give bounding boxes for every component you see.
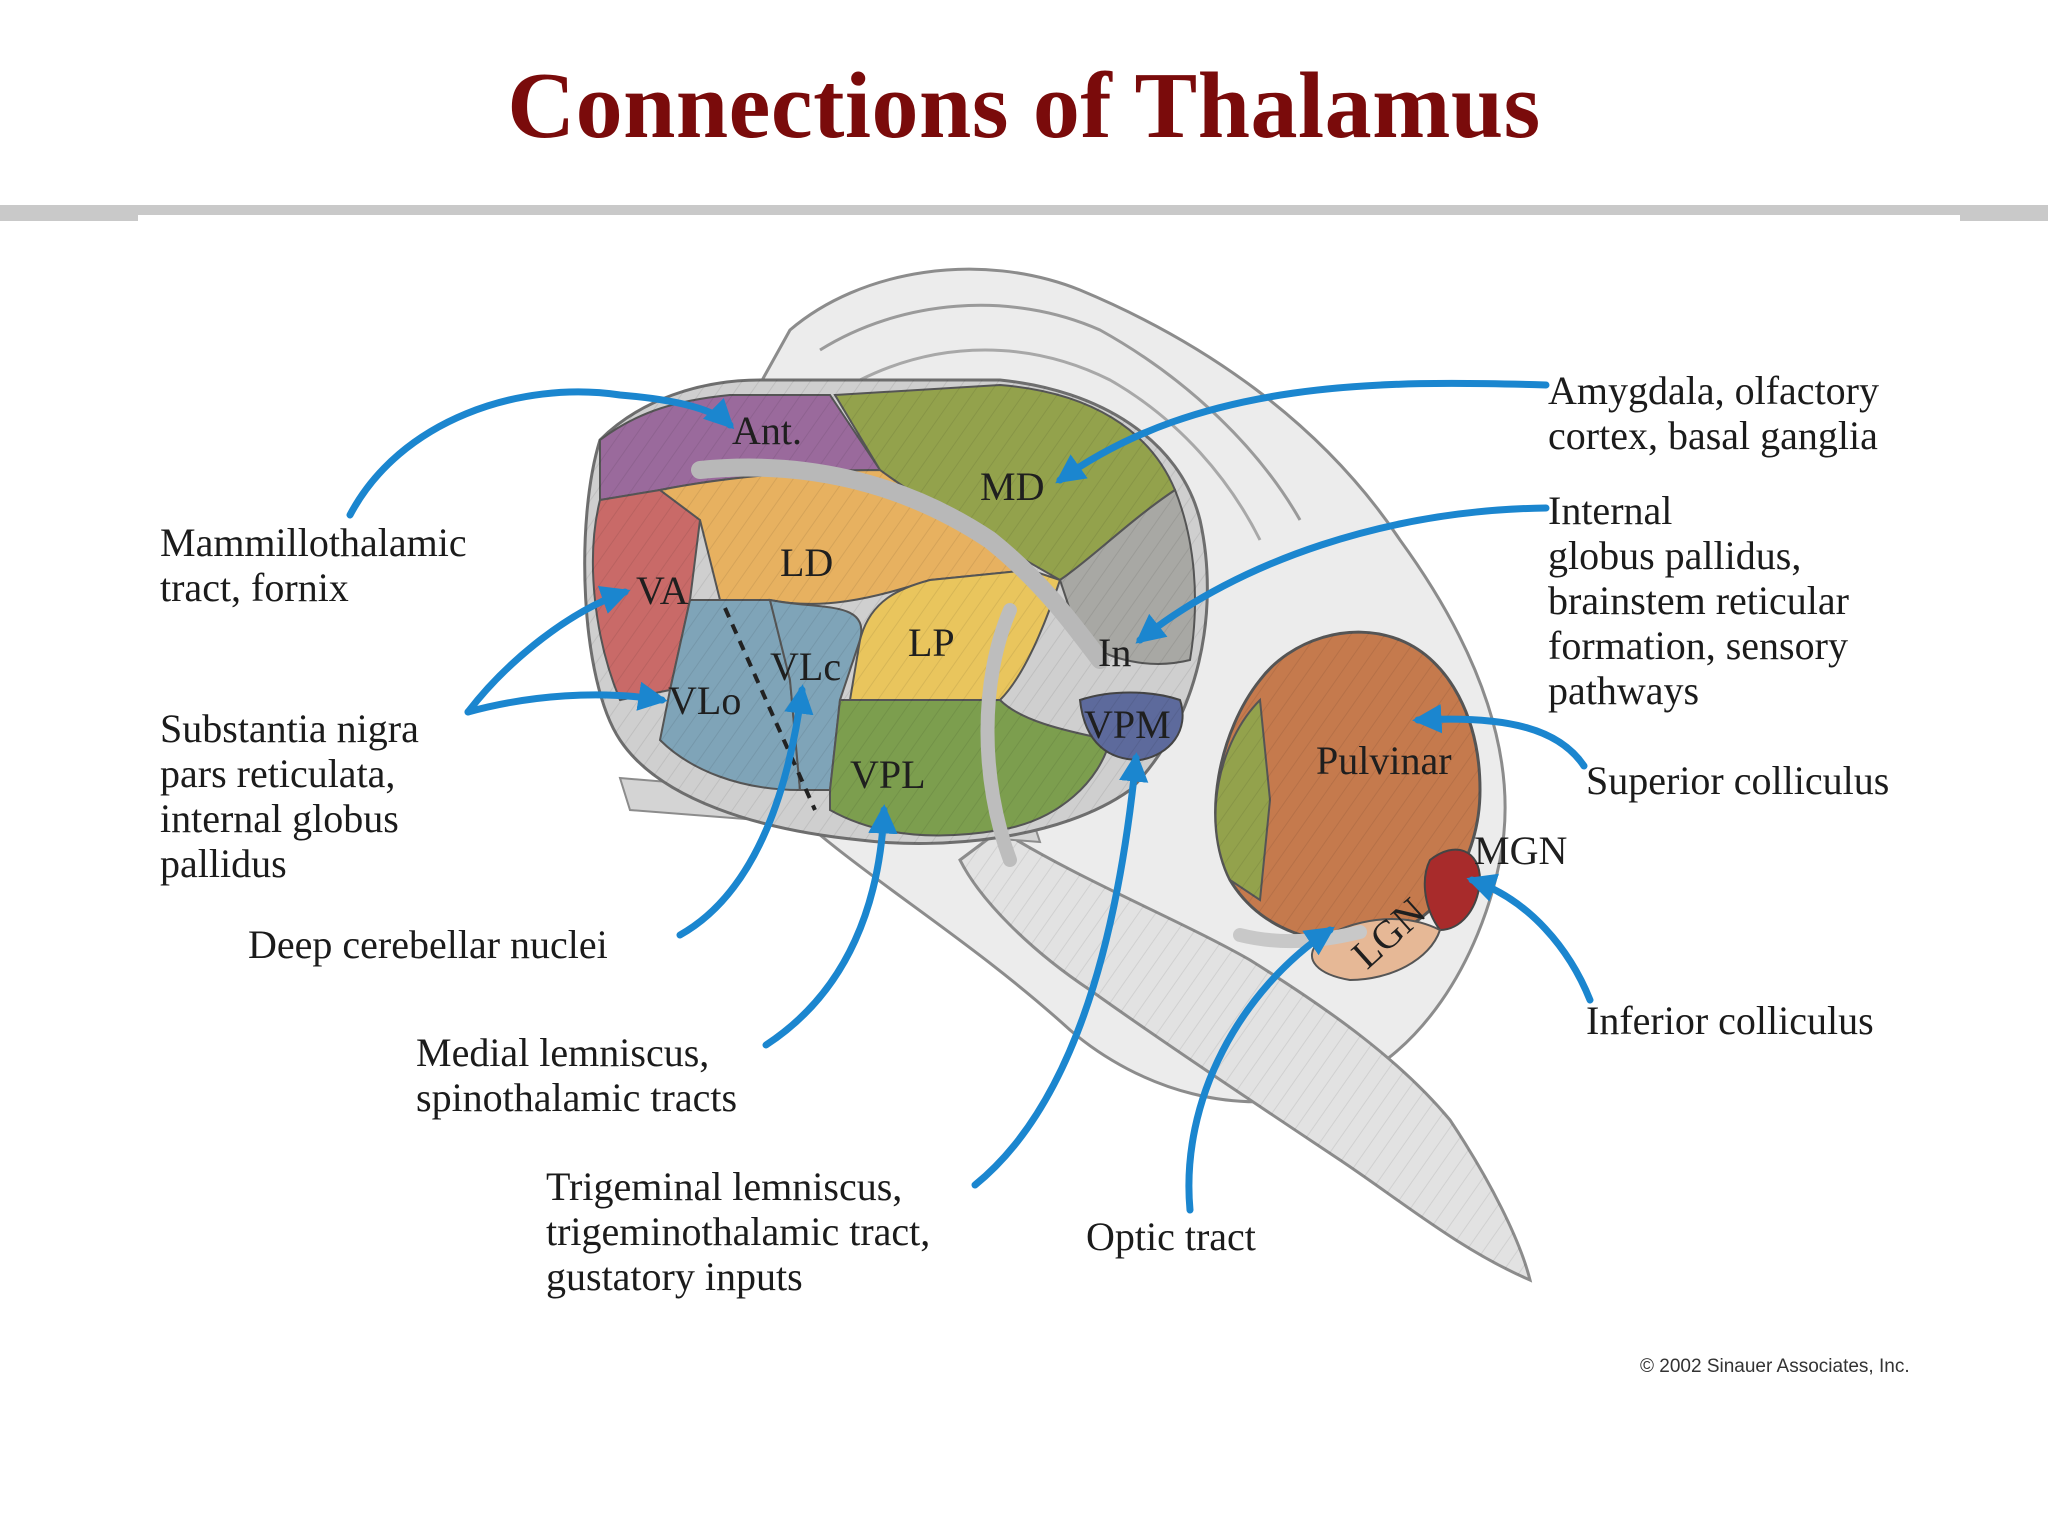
label-va: VA xyxy=(636,568,689,613)
arrow-to-vlo xyxy=(464,681,668,716)
label-mgn: MGN xyxy=(1474,828,1567,873)
label-amygdala: Amygdala, olfactory cortex, basal gangli… xyxy=(1548,368,1879,458)
label-pulvinar: Pulvinar xyxy=(1316,738,1452,783)
label-mammillothalamic: Mammillothalamic tract, fornix xyxy=(160,520,467,610)
label-in: In xyxy=(1098,630,1131,675)
label-lp: LP xyxy=(908,620,955,665)
label-inferior-colliculus: Inferior colliculus xyxy=(1586,998,1874,1043)
label-optic-tract: Optic tract xyxy=(1086,1214,1256,1259)
label-medial-lemniscus: Medial lemniscus, spinothalamic tracts xyxy=(416,1030,738,1120)
arrow-mammillothalamic xyxy=(346,388,735,519)
label-vpl: VPL xyxy=(850,752,926,797)
arrow-amygdala xyxy=(1055,379,1550,484)
label-trigeminal: Trigeminal lemniscus, trigeminothalamic … xyxy=(546,1164,931,1299)
posterior-band xyxy=(980,603,1017,867)
arrow-inferior-colliculus xyxy=(1466,873,1594,1004)
arrow-superior-colliculus xyxy=(1412,704,1588,770)
arrow-internal-gp xyxy=(1135,504,1550,644)
hemisphere-fold-1 xyxy=(819,303,1302,521)
thalamus-fiber-overlay xyxy=(584,380,1208,844)
label-vpm: VPM xyxy=(1084,702,1171,747)
arrow-optic-tract xyxy=(1185,926,1335,1214)
copyright-notice: © 2002 Sinauer Associates, Inc. xyxy=(1640,1356,1910,1377)
arrow-to-va xyxy=(464,586,631,716)
hemisphere-fold-2 xyxy=(859,348,1262,541)
label-vlo: VLo xyxy=(668,678,741,723)
internal-medullary-lamina xyxy=(691,458,1109,669)
label-vlc: VLc xyxy=(770,644,841,689)
optic-tract-band xyxy=(1233,925,1367,949)
title-divider-gap xyxy=(138,215,1960,223)
arrow-trigeminal xyxy=(971,752,1149,1189)
label-deep-cerebellar: Deep cerebellar nuclei xyxy=(248,922,608,967)
label-superior-colliculus: Superior colliculus xyxy=(1586,758,1890,803)
label-ant: Ant. xyxy=(732,408,802,453)
arrow-deep-cerebellar xyxy=(676,684,814,939)
slide-title: Connections of Thalamus xyxy=(507,54,1541,158)
mgn-nucleus xyxy=(1423,848,1482,932)
arrow-medial-lemniscus xyxy=(762,804,898,1049)
label-internal-gp: Internal globus pallidus, brainstem reti… xyxy=(1548,488,1849,713)
label-ld: LD xyxy=(780,540,833,585)
label-substantia-nigra: Substantia nigra pars reticulata, intern… xyxy=(160,706,419,886)
vlo-vlc-boundary xyxy=(723,607,817,811)
label-md: MD xyxy=(980,464,1044,509)
